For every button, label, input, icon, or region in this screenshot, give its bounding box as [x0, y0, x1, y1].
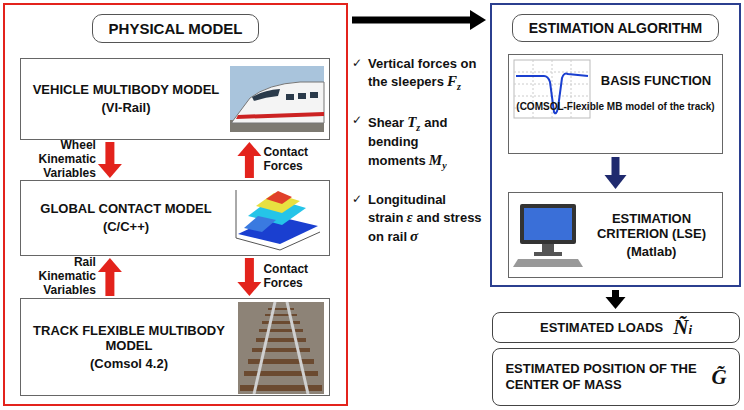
- arrow-label: Contact Forces: [263, 146, 337, 174]
- box-title: TRACK FLEXIBLE MULTIBODY MODEL: [27, 323, 231, 354]
- list-item: ✓Vertical forces on the sleepersFz: [352, 56, 487, 93]
- process-box: VEHICLE MULTIBODY MODEL (VI-Rail): [20, 58, 330, 140]
- flow-arrow: [98, 258, 122, 296]
- box-subtitle: (Matlab): [627, 244, 677, 260]
- panel: ESTIMATION ALGORITHM BASIS FUNCTION (COMSO…: [490, 3, 741, 287]
- list-item: ✓ShearTzand bending momentsMy: [352, 113, 487, 171]
- train-photo: [230, 66, 324, 132]
- check-mark: ✓: [352, 192, 368, 246]
- box-subtitle: (C/C++): [103, 219, 149, 235]
- result-box: ESTIMATED POSITION OF THE CENTER OF MASS…: [492, 348, 740, 406]
- result-title: ESTIMATED LOADS: [540, 320, 663, 336]
- flow-arrow: [352, 10, 486, 30]
- math-subscript: z: [457, 81, 461, 92]
- math-symbol: ε: [406, 209, 412, 225]
- box-title: VEHICLE MULTIBODY MODEL: [33, 82, 220, 98]
- math-symbol: F: [447, 73, 457, 89]
- arrow-label: Contact Forces: [263, 263, 337, 291]
- list-text: Longitudinal strainεand stress on railσ: [368, 192, 487, 246]
- math-symbol: Ñ: [673, 315, 688, 340]
- flow-arrow: [605, 157, 627, 189]
- flow-arrow: [606, 290, 626, 309]
- track-photo: [238, 302, 324, 394]
- box-title: BASIS FUNCTION: [595, 73, 717, 89]
- check-mark: ✓: [352, 56, 368, 93]
- computer-icon: [513, 204, 583, 267]
- arrow-label: Wheel Kinematic Variables: [18, 139, 96, 180]
- flow-arrow: [237, 258, 261, 296]
- list-text-part: Shear: [368, 115, 404, 130]
- math-subscript: z: [416, 122, 420, 133]
- result-title: ESTIMATED POSITION OF THE CENTER OF MASS: [505, 361, 697, 392]
- flow-arrow: [98, 142, 122, 178]
- panel-title: PHYSICAL MODEL: [92, 14, 260, 43]
- arrow-label: Rail Kinematic Variables: [18, 256, 96, 297]
- math-symbol: T: [407, 114, 416, 130]
- flow-arrow: [237, 142, 261, 178]
- process-box: GLOBAL CONTACT MODEL (C/C++): [20, 180, 330, 256]
- list-text: Vertical forces on the sleepersFz: [368, 56, 487, 93]
- math-subscript: y: [442, 159, 446, 170]
- box-subtitle: (VI-Rail): [101, 100, 150, 116]
- list-text: ShearTzand bending momentsMy: [368, 113, 487, 171]
- contact-surface-plot: [236, 190, 320, 250]
- box-subtitle: (Comsol 4.2): [90, 356, 168, 372]
- panel-title: ESTIMATION ALGORITHM: [512, 14, 719, 42]
- output-list: ✓Vertical forces on the sleepersFz✓Shear…: [352, 56, 487, 246]
- process-box: ESTIMATION CRITERION (LSE) (Matlab): [508, 192, 723, 278]
- panel: PHYSICAL MODEL VEHICLE MULTIBODY MODEL (VI…: [3, 3, 348, 406]
- check-mark: ✓: [352, 113, 368, 171]
- result-box: ESTIMATED LOADS Ñi: [492, 312, 740, 343]
- process-box: TRACK FLEXIBLE MULTIBODY MODEL (Comsol 4.…: [20, 298, 330, 396]
- math-symbol: M: [429, 152, 442, 168]
- box-title: GLOBAL CONTACT MODEL: [40, 201, 211, 217]
- box-title: ESTIMATION CRITERION (LSE): [587, 211, 716, 242]
- math-symbol: G̃: [711, 365, 726, 390]
- list-item: ✓Longitudinal strainεand stress on railσ: [352, 192, 487, 246]
- box-subtitle: (COMSOL-Flexible MB model of the track): [513, 101, 718, 113]
- math-subscript: i: [688, 322, 692, 338]
- process-box: BASIS FUNCTION (COMSOL-Flexible MB model …: [508, 54, 723, 154]
- math-symbol: σ: [410, 228, 418, 244]
